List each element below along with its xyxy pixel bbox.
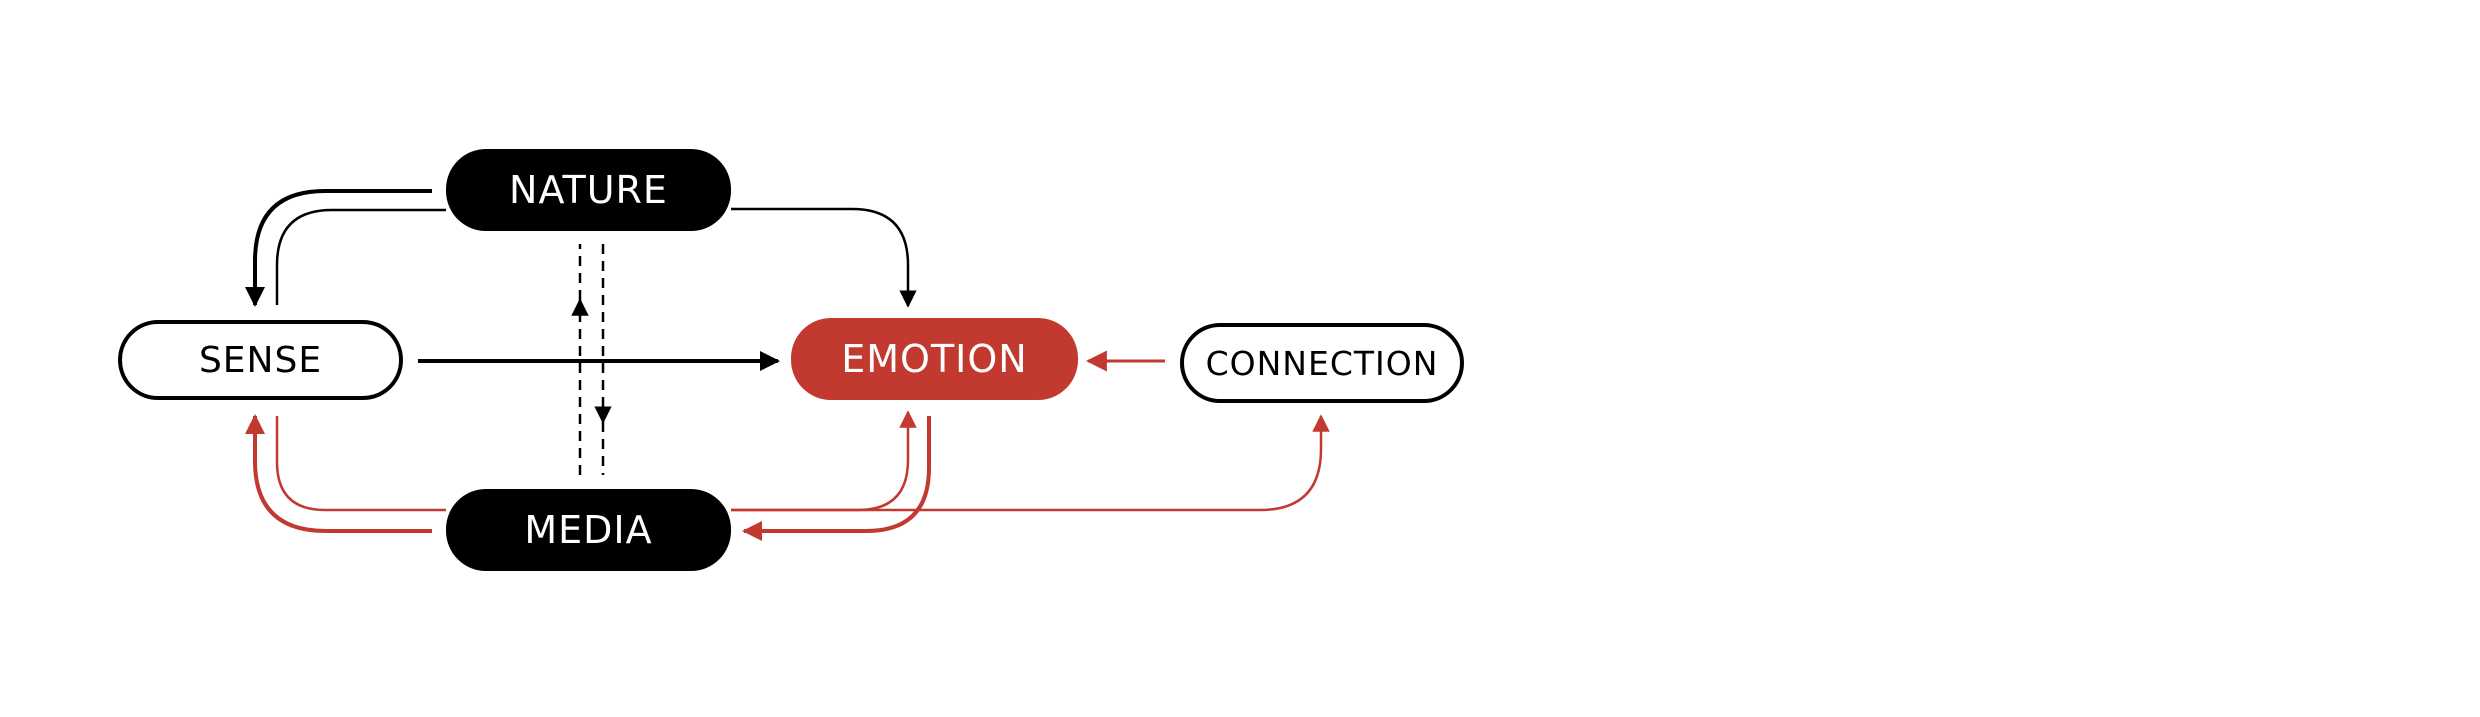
arrow-emotion-to-media	[742, 416, 931, 541]
node-connection: CONNECTION	[1180, 323, 1464, 403]
node-media: MEDIA	[446, 489, 731, 571]
arrow-media-to-connection	[731, 414, 1330, 512]
node-emotion: EMOTION	[791, 318, 1078, 400]
arrow-sense-to-media	[275, 416, 446, 512]
arrow-nature-to-emotion	[731, 207, 917, 308]
node-sense: SENSE	[118, 320, 403, 400]
arrow-nature-to-sense	[245, 189, 432, 307]
node-nature: NATURE	[446, 149, 731, 231]
arrow-media-to-sense	[245, 414, 432, 533]
arrow-media-to-emotion	[731, 410, 917, 512]
arrow-sense-to-nature	[275, 208, 446, 305]
